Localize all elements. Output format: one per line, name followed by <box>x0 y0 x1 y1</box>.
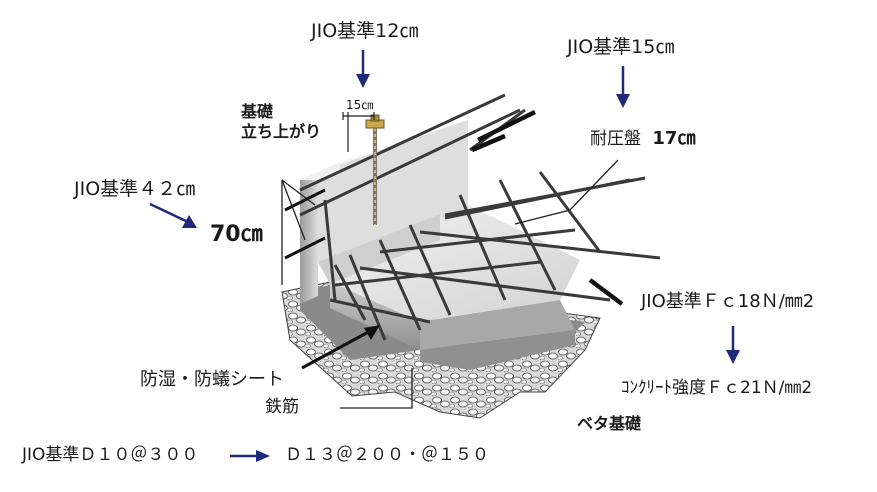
jio-12-label: JIO基準12㎝ <box>311 20 419 42</box>
taiatsuban-value: 17㎝ <box>652 128 696 149</box>
sheet-pointer-arrow <box>301 325 380 370</box>
kiso-label: 基礎 <box>241 102 274 121</box>
jio-15-label: JIO基準15㎝ <box>567 36 675 58</box>
blue-arrows <box>149 50 740 462</box>
rising-wall <box>300 112 490 304</box>
tachiagari-label: 立ち上がり <box>241 122 322 141</box>
taiatsuban-text: 耐圧盤 <box>590 129 641 149</box>
taiatsuban-label: 耐圧盤 17㎝ <box>590 130 695 148</box>
d13-label: Ｄ１３＠２００・＠１５０ <box>285 445 489 465</box>
jio-fc18-label: JIO基準Ｆｃ18Ｎ/㎜2 <box>641 291 815 312</box>
jio-d10-label: JIO基準Ｄ１０＠３００ <box>22 445 199 465</box>
leader-lines <box>340 159 619 409</box>
concrete-fc21-label: ｺﾝｸﾘｰﾄ強度Ｆｃ21Ｎ/㎜2 <box>621 378 813 398</box>
front-rebar <box>284 188 326 260</box>
height-70-label: 70㎝ <box>210 222 263 247</box>
beta-kiso-label: ベタ基礎 <box>577 414 642 433</box>
rise-tick <box>342 112 375 152</box>
rise-15-label: 15㎝ <box>346 98 374 112</box>
jio-42-label: JIO基準４２㎝ <box>74 178 196 200</box>
tekkin-label: 鉄筋 <box>265 397 299 417</box>
bousitsu-label: 防湿・防蟻シート <box>140 369 284 390</box>
rebar-ends <box>471 109 624 306</box>
anchor-bolt <box>365 114 385 225</box>
